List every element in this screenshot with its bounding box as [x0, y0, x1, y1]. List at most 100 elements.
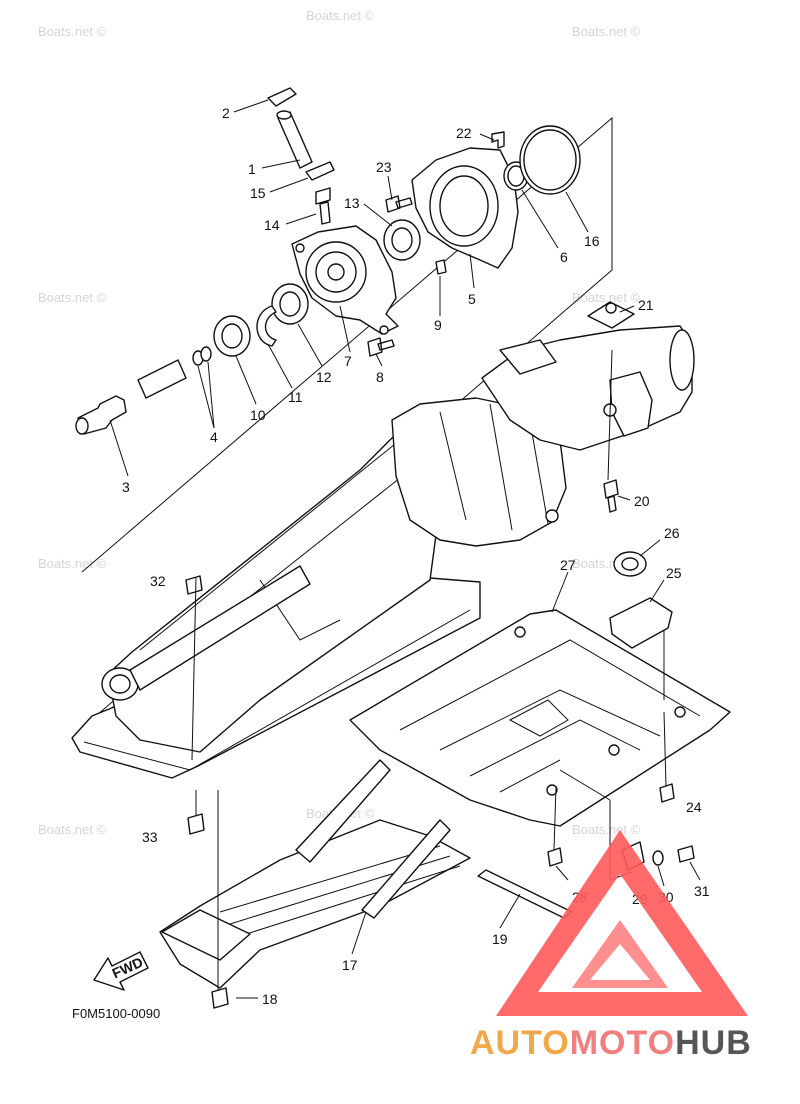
part-21-plate	[587, 301, 635, 329]
impeller-housing-ring	[489, 403, 513, 531]
leader-27	[551, 571, 569, 613]
callout-12: 12	[316, 369, 332, 385]
leader-20	[607, 349, 613, 481]
callout-15: 15	[250, 185, 266, 201]
part-17-grate-front	[161, 909, 251, 961]
leader-31	[689, 861, 701, 881]
part-8-bolt	[367, 337, 395, 357]
leader-8	[375, 353, 383, 367]
leader-32	[191, 577, 197, 761]
leader-4b	[207, 361, 215, 429]
part-17-grate	[159, 819, 471, 989]
watermark: Boats.net ©	[572, 24, 641, 39]
part-11-circlip	[256, 305, 277, 347]
part-3-shaft	[77, 395, 127, 435]
callout-7: 7	[344, 353, 352, 369]
callout-17: 17	[342, 957, 358, 973]
leader-16	[565, 191, 589, 233]
part-24-bolt	[659, 783, 675, 803]
watermark: Boats.net ©	[38, 24, 107, 39]
part-4-o-ring	[200, 346, 212, 362]
part-1-pin-end	[276, 110, 292, 120]
jet-pump-housing	[71, 301, 695, 779]
part-33-bolt	[187, 813, 205, 835]
leader-1	[261, 159, 301, 169]
part-10-seal-inner	[221, 323, 243, 349]
leader-19	[499, 893, 521, 929]
nozzle-bracket	[499, 339, 557, 375]
part-sleeve	[137, 359, 187, 399]
ride-plate-rib	[508, 699, 569, 737]
part-27-ride-plate	[349, 609, 731, 827]
nozzle-outlet	[669, 329, 695, 391]
part-13-seal-inner	[391, 227, 413, 253]
brand-logo: AUTOMOTOHUB	[470, 830, 752, 1062]
part-7-boss	[295, 243, 305, 253]
leader-2	[233, 99, 269, 113]
figure-code: F0M5100-0090	[72, 1006, 160, 1021]
housing-base-groove	[83, 609, 471, 771]
part-18-bolt	[211, 987, 229, 1009]
callout-11: 11	[288, 389, 303, 405]
ride-plate	[349, 551, 731, 871]
part-28-bolt	[547, 847, 563, 867]
ride-plate-rib	[439, 689, 661, 751]
callout-4: 4	[210, 429, 218, 445]
ride-plate-rib	[499, 759, 561, 793]
fwd-arrow-shape	[93, 951, 149, 991]
part-20-bolt	[603, 479, 619, 513]
callout-25: 25	[666, 565, 682, 581]
watermark: Boats.net ©	[38, 556, 107, 571]
callout-20: 20	[634, 493, 650, 509]
ride-plate-boss	[674, 706, 686, 718]
callout-21: 21	[638, 297, 654, 313]
callout-6: 6	[560, 249, 568, 265]
housing-boss	[545, 509, 559, 523]
callout-1: 1	[248, 161, 256, 177]
ride-plate-boss	[546, 784, 558, 796]
leader-28b	[555, 865, 569, 881]
watermark: Boats.net ©	[572, 290, 641, 305]
part-32-bolt	[185, 575, 203, 595]
watermark: Boats.net ©	[38, 290, 107, 305]
part-19-strip	[477, 869, 573, 919]
fwd-arrow: FWD	[93, 951, 149, 991]
callout-22: 22	[456, 125, 472, 141]
part-16-large-o-ring-inner	[523, 129, 577, 191]
callout-2: 2	[222, 105, 230, 121]
brand-part-hub: HUB	[675, 1024, 752, 1062]
leader-21	[619, 305, 635, 313]
part-21-plate-hole	[605, 302, 617, 314]
grate-bar	[219, 845, 441, 913]
leader-25	[649, 579, 665, 603]
ride-plate-boss	[514, 626, 526, 638]
part-5-bore-inner	[439, 175, 489, 237]
leader-3	[109, 419, 129, 477]
leader-11	[267, 343, 293, 389]
brand-wordmark: AUTOMOTOHUB	[470, 1024, 752, 1062]
callout-24: 24	[686, 799, 702, 815]
leader-24	[663, 711, 667, 787]
housing-inlet-inner	[109, 674, 131, 694]
leader-28	[553, 785, 557, 851]
housing-tunnel-ridge	[139, 439, 401, 651]
intake-grate	[159, 759, 573, 1009]
callout-23: 23	[376, 159, 392, 175]
logo-triangle-inner	[572, 920, 668, 988]
watermark: Boats.net ©	[38, 822, 107, 837]
part-17-grate-fin	[361, 819, 451, 919]
part-30-washer	[652, 850, 664, 866]
part-9-pin	[435, 259, 447, 275]
leader-10	[235, 355, 257, 405]
brand-part-auto: AUTO	[470, 1024, 570, 1062]
leader-29	[559, 769, 611, 801]
callout-33: 33	[142, 829, 158, 845]
leader-13	[363, 203, 393, 227]
callout-18: 18	[262, 991, 278, 1007]
leader-7	[339, 305, 351, 353]
callout-14: 14	[264, 217, 280, 233]
leader-30	[657, 865, 665, 887]
leader-5	[469, 253, 475, 289]
callout-31: 31	[694, 883, 710, 899]
